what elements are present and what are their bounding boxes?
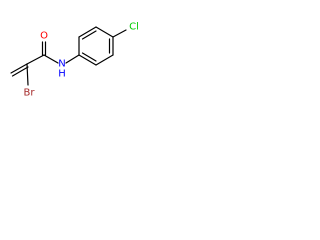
structure-diagram: O N H Cl Br bbox=[10, 22, 139, 99]
chlorine-label: Cl bbox=[129, 22, 139, 33]
benzene-ring bbox=[78, 26, 114, 66]
bond-nitrogen-ring bbox=[65, 54, 80, 64]
bond-alpha-carbon-carbonyl bbox=[26, 54, 45, 65]
bromine-label: Br bbox=[24, 88, 36, 99]
bond-carbonyl-nitrogen bbox=[43, 54, 59, 64]
vinyl-double-bond bbox=[10, 63, 29, 77]
bond-ring-chlorine bbox=[112, 29, 127, 38]
oxygen-label: O bbox=[40, 31, 48, 42]
hydrogen-label: H bbox=[58, 69, 66, 80]
bond-alpha-carbon-bromine bbox=[26, 63, 29, 86]
carbonyl-double-bond bbox=[41, 41, 47, 56]
nitrogen-label: N bbox=[58, 59, 65, 70]
